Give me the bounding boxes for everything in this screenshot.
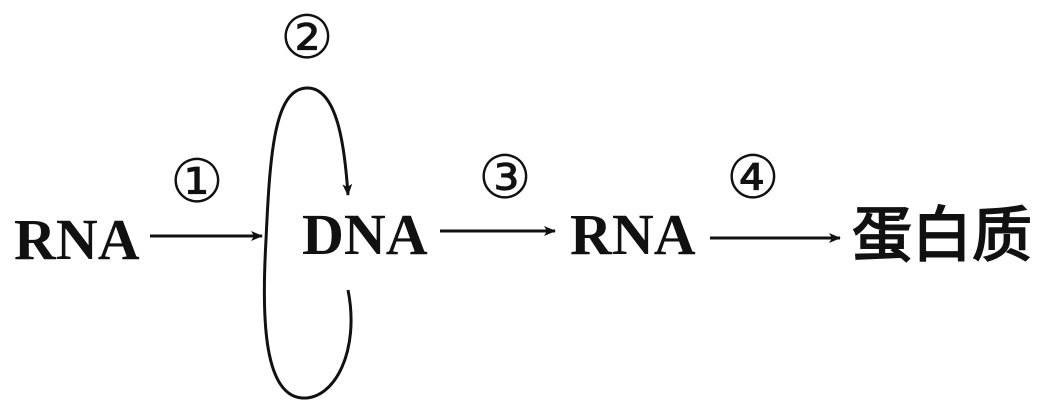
node-protein: 蛋白质 [852, 203, 1032, 269]
step-1-label: ① [170, 147, 224, 217]
step-2-label: ② [280, 3, 334, 73]
node-rna-right: RNA [570, 202, 696, 267]
step-3-label: ③ [478, 143, 532, 213]
step-4-label: ④ [726, 143, 780, 213]
node-rna-left: RNA [14, 207, 140, 272]
node-dna: DNA [302, 202, 428, 267]
replication-loop [262, 86, 353, 400]
